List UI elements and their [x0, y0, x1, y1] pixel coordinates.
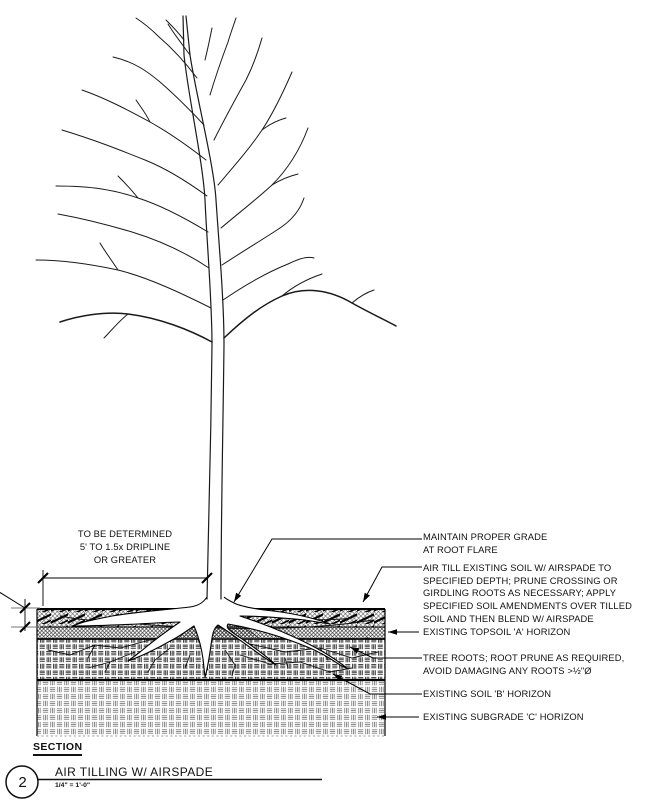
detail-scale: 1/4" = 1'-0" — [55, 782, 91, 789]
leader-soil-b — [332, 673, 422, 695]
annotation-soil-b: EXISTING SOIL 'B' HORIZON — [423, 688, 551, 701]
annotation-line: EXISTING TOPSOIL 'A' HORIZON — [423, 626, 571, 637]
tree — [35, 15, 397, 600]
annotation-line: MAINTAIN PROPER GRADE — [423, 531, 548, 542]
tree-branches-right — [204, 17, 397, 339]
dripline-dimension-note: TO BE DETERMINED 5' TO 1.5x DRIPLINE OR … — [55, 527, 195, 566]
annotation-line: AIR TILL EXISTING SOIL W/ AIRSPADE TO — [423, 562, 612, 573]
annotation-line: SOIL AND THEN BLEND W/ AIRSPADE — [423, 612, 594, 624]
tree-trunk — [182, 15, 225, 600]
section-label: SECTION — [33, 741, 83, 756]
subgrade-c-layer — [37, 680, 385, 736]
note-line: OR GREATER — [93, 554, 157, 565]
annotation-air-till: AIR TILL EXISTING SOIL W/ AIRSPADE TO SP… — [423, 562, 632, 626]
detail-title: AIR TILLING W/ AIRSPADE — [55, 765, 214, 779]
dimensions — [0, 570, 213, 633]
annotation-subgrade-c: EXISTING SUBGRADE 'C' HORIZON — [423, 711, 584, 724]
detail-number-bubble — [5, 765, 39, 799]
detail-number: 2 — [18, 774, 27, 791]
leader-arrowheads — [234, 592, 397, 720]
annotation-line: GIRDLING ROOTS AS NECESSARY; APPLY — [423, 587, 617, 599]
annotation-tree-roots: TREE ROOTS; ROOT PRUNE AS REQUIRED, AVOI… — [423, 652, 624, 677]
annotation-line: AVOID DAMAGING ANY ROOTS >½"Ø — [423, 664, 592, 676]
annotation-line: AT ROOT FLARE — [423, 543, 498, 555]
leader-maintain-grade — [233, 538, 422, 603]
annotation-line: SPECIFIED DEPTH; PRUNE CROSSING OR — [423, 574, 618, 586]
annotation-line: EXISTING SUBGRADE 'C' HORIZON — [423, 711, 584, 722]
note-line: TO BE DETERMINED — [77, 528, 173, 539]
annotation-topsoil-a: EXISTING TOPSOIL 'A' HORIZON — [423, 626, 570, 639]
annotation-maintain-grade: MAINTAIN PROPER GRADE AT ROOT FLARE — [423, 531, 547, 556]
tree-branches-left — [35, 17, 213, 343]
annotation-line: EXISTING SOIL 'B' HORIZON — [423, 688, 552, 699]
annotation-line: SPECIFIED SOIL AMENDMENTS OVER TILLED — [423, 600, 632, 612]
note-line: 5' TO 1.5x DRIPLINE — [79, 541, 171, 552]
annotation-line: TREE ROOTS; ROOT PRUNE AS REQUIRED, — [423, 652, 625, 663]
root-flare — [71, 596, 349, 678]
title-block-geometry — [5, 765, 322, 799]
leader-air-till — [362, 566, 422, 603]
dimension-depth-left — [0, 591, 40, 633]
